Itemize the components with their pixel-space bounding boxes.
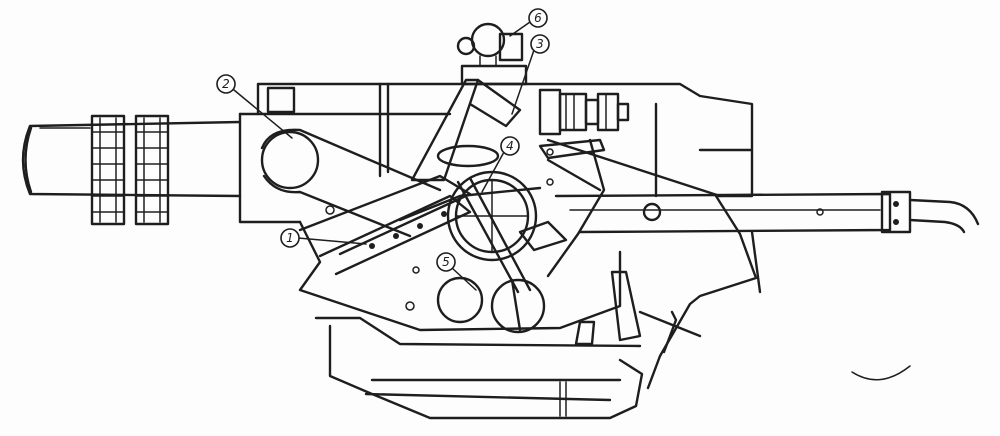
upper-brace bbox=[546, 138, 722, 198]
trail-handles bbox=[518, 138, 606, 278]
callout-4: 4 bbox=[500, 136, 520, 156]
callout-3-label: 3 bbox=[536, 37, 544, 51]
callout-5-label: 5 bbox=[442, 255, 450, 269]
callout-4-label: 4 bbox=[506, 139, 514, 153]
ground-arc bbox=[851, 365, 911, 381]
barrel bbox=[21, 120, 242, 198]
carriage-body bbox=[298, 186, 622, 332]
muzzle-brake bbox=[90, 114, 170, 226]
callout-6: 6 bbox=[528, 8, 548, 28]
trail-arm bbox=[554, 190, 980, 234]
callout-3: 3 bbox=[530, 34, 550, 54]
callout-leaders bbox=[233, 21, 535, 291]
callout-6-label: 6 bbox=[534, 11, 542, 25]
sight-assembly bbox=[410, 22, 528, 182]
belt-drive bbox=[260, 128, 442, 238]
elevating-sector bbox=[298, 174, 472, 276]
callout-2: 2 bbox=[216, 74, 236, 94]
rear-leg bbox=[574, 194, 762, 390]
callout-2-label: 2 bbox=[222, 77, 230, 91]
callout-1: 1 bbox=[280, 228, 300, 248]
handwheel bbox=[446, 170, 538, 294]
base-plate bbox=[314, 316, 644, 420]
callout-1-label: 1 bbox=[286, 231, 294, 245]
recoil-cylinder bbox=[538, 88, 630, 136]
callout-5: 5 bbox=[436, 252, 456, 272]
traverse-handwheel bbox=[490, 278, 546, 334]
